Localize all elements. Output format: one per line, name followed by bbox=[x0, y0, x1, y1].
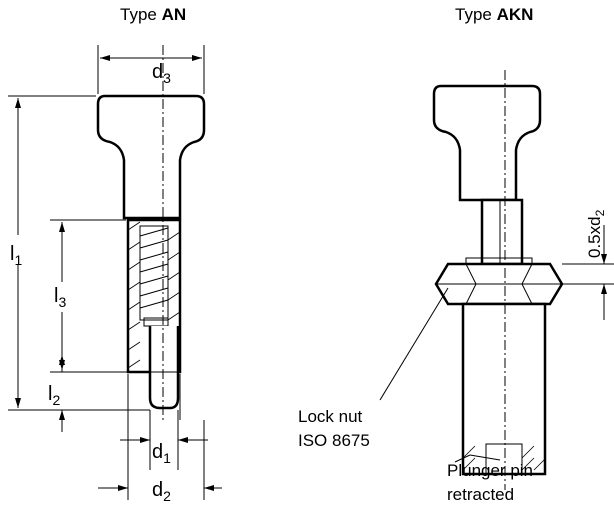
callout-retracted: retracted bbox=[447, 485, 514, 504]
dim-d3: d3 bbox=[152, 61, 171, 86]
title-type-an: Type AN bbox=[120, 5, 186, 24]
type-an-drawing: d3 l1 l3 l2 d1 d2 bbox=[8, 45, 222, 504]
dim-0-5xd2: 0.5xd2 bbox=[585, 209, 607, 258]
dim-d1: d1 bbox=[152, 441, 171, 466]
dim-l2: l2 bbox=[48, 383, 60, 408]
title-type-akn: Type AKN bbox=[455, 5, 533, 24]
dim-l1: l1 bbox=[10, 243, 22, 268]
type-akn-drawing: 0.5xd2 bbox=[379, 70, 614, 490]
callout-lock-nut: Lock nut bbox=[298, 407, 363, 426]
dim-l3: l3 bbox=[54, 285, 66, 310]
callout-plunger-pin: Plunger pin bbox=[447, 461, 533, 480]
callout-iso: ISO 8675 bbox=[298, 431, 370, 450]
dim-d2: d2 bbox=[152, 479, 171, 504]
